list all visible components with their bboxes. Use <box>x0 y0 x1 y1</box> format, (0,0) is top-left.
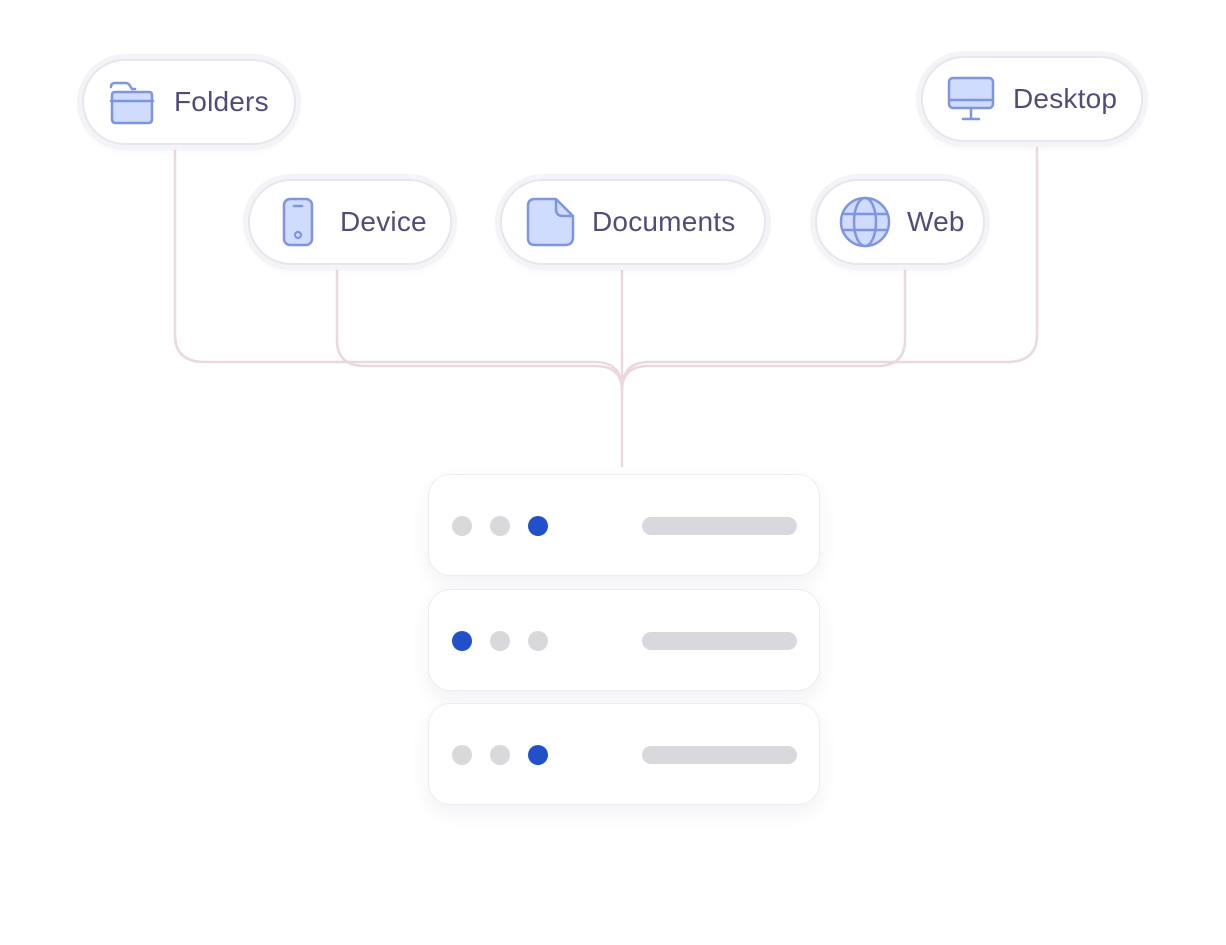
status-dot <box>528 631 548 651</box>
status-dot-active <box>528 745 548 765</box>
status-dot <box>490 631 510 651</box>
globe-icon <box>837 194 893 250</box>
server-panel <box>428 474 820 576</box>
server-panel <box>428 589 820 691</box>
status-dot-active <box>452 631 472 651</box>
node-label-device: Device <box>340 206 427 237</box>
connector-desktop <box>620 146 1039 392</box>
placeholder-bar <box>642 517 797 535</box>
status-dot <box>490 745 510 765</box>
connector-web <box>620 264 907 392</box>
document-icon <box>522 194 578 250</box>
node-documents[interactable]: Documents <box>500 179 766 265</box>
node-folders[interactable]: Folders <box>82 59 296 145</box>
phone-icon <box>270 194 326 250</box>
node-label-desktop: Desktop <box>1013 83 1118 114</box>
status-dot <box>490 516 510 536</box>
node-web[interactable]: Web <box>815 179 985 265</box>
status-dot <box>452 516 472 536</box>
connector-device <box>335 266 624 392</box>
node-device[interactable]: Device <box>248 179 452 265</box>
node-desktop[interactable]: Desktop <box>921 56 1143 142</box>
status-dot-active <box>528 516 548 536</box>
node-label-web: Web <box>907 206 965 237</box>
folder-icon <box>104 74 160 130</box>
status-dot <box>452 745 472 765</box>
placeholder-bar <box>642 632 797 650</box>
placeholder-bar <box>642 746 797 764</box>
node-label-documents: Documents <box>592 206 736 237</box>
server-panel <box>428 703 820 805</box>
monitor-icon <box>943 71 999 127</box>
node-label-folders: Folders <box>174 86 269 117</box>
